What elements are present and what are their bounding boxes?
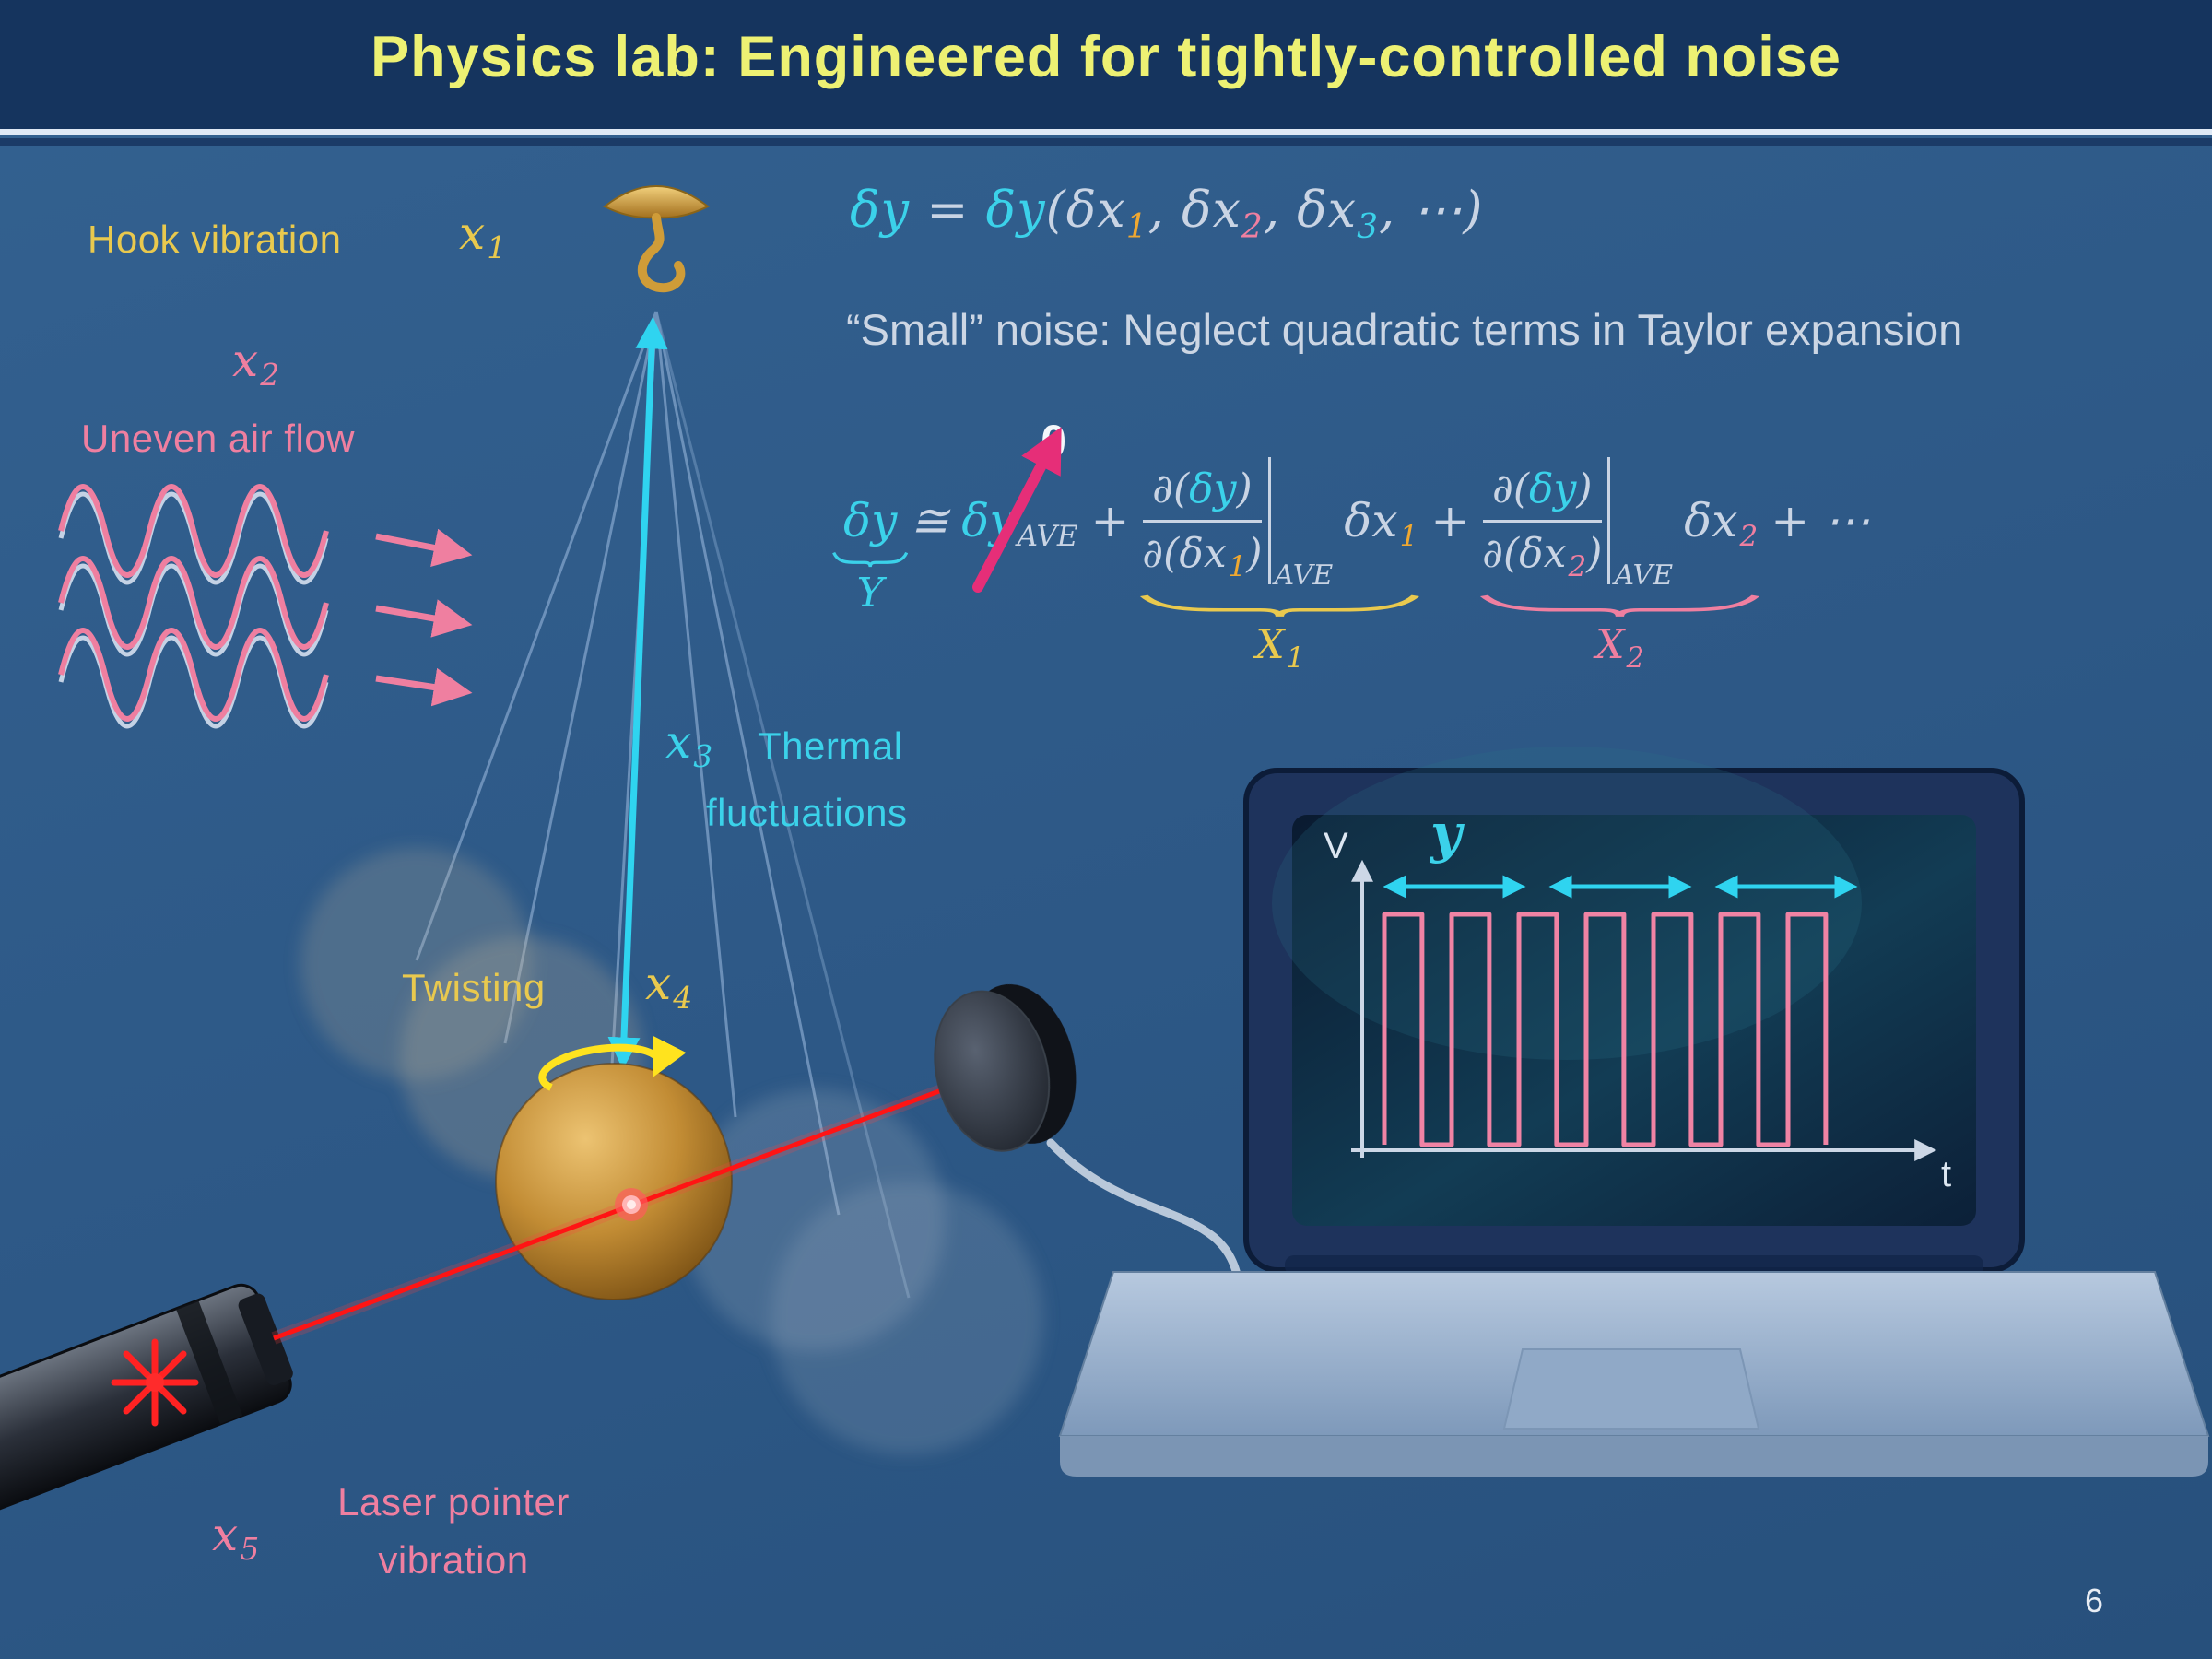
average-term: δyAVE 0 [961,416,1078,593]
laptop-icon [1058,747,2210,1477]
thermal-label-line1: Thermal [758,724,903,768]
y-underbrace: Y [832,551,909,617]
plus-sign: + [1430,494,1470,547]
evaluated-at-average-1: AVE [1267,457,1333,592]
laser-label-line2: vibration [378,1538,529,1582]
laser-label-line1: Laser pointer [337,1480,570,1524]
x2-underbrace: X2 [1478,594,1761,675]
square-wave [1382,912,1829,1147]
strikeout-arrow-icon [972,427,1062,593]
header-bar [0,0,2212,135]
laser-vibration-label: Laser pointer vibration [288,1473,619,1589]
plus-sign: + [1090,494,1130,547]
header-underline [0,138,2212,146]
underbrace-icon [832,551,909,568]
eq2-lhs: δy Y [832,494,909,617]
ellipsis-tail: + ⋯ [1771,494,1870,547]
x1-variable: x1 [459,206,507,265]
twist-arrow-icon [538,1036,687,1091]
pendulum-bob [495,1063,733,1300]
y-series-label: y [1430,802,1462,865]
x1-underbrace: X1 [1138,594,1421,675]
laser-pointer-icon [0,1283,293,1540]
t-axis-label: t [1941,1154,1952,1194]
trackpad [1502,1348,1760,1430]
dx1-factor: δx1 [1344,494,1418,553]
hook-icon [603,185,710,293]
laser-beam [271,1065,996,1345]
x3-variable: x3 [665,715,713,774]
slide-title: Physics lab: Engineered for tightly-cont… [371,25,1841,89]
screen-plot [1351,859,1937,1161]
airflow-label: Uneven air flow [81,417,355,460]
x2-variable: x2 [232,334,280,393]
starburst-icon [111,1338,199,1427]
mirror-icon [934,983,1077,1152]
approx-sign: ≅ [910,494,949,547]
twisting-label: Twisting [402,966,546,1009]
small-noise-note: “Small” noise: Neglect quadratic terms i… [846,305,1963,354]
thermal-label-line2: fluctuations [706,791,908,834]
x4-variable: x4 [645,957,693,1016]
underbrace-icon [1140,594,1420,617]
evaluated-at-average-2: AVE [1607,457,1673,592]
underbrace-icon [1480,594,1760,617]
v-axis-label: V [1324,826,1348,866]
airflow-waves-icon [58,484,473,729]
x5-variable: x5 [212,1508,260,1567]
page-number: 6 [2085,1582,2104,1619]
noise-function-equation: δy = δy(δx1, δx2, δx3, ⋯) [850,181,1484,246]
dx2-factor: δx2 [1684,494,1759,553]
hook-vibration-label: Hook vibration [88,218,342,261]
airflow-arrow-icon [375,599,473,638]
thermal-arrow-icon [607,316,668,1070]
airflow-arrow-icon [375,528,473,567]
taylor-expansion-equation: δy Y ≅ δyAVE 0 + ∂(δy) ∂(δx1) AVE δx1 [832,416,1870,675]
airflow-arrow-icon [375,667,473,707]
